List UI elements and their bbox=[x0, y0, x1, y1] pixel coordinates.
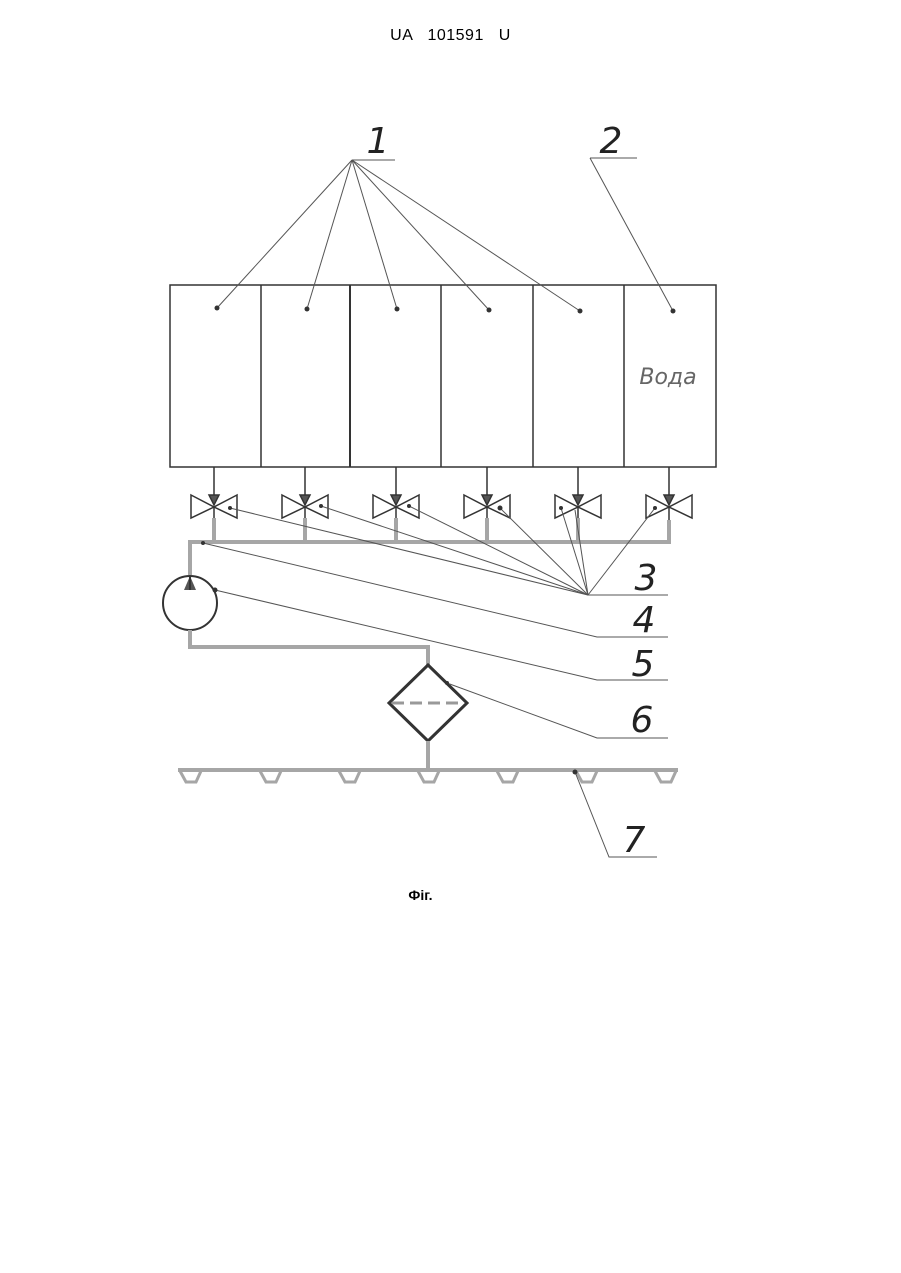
label-3: 3 bbox=[635, 558, 658, 599]
label-1: 1 bbox=[367, 121, 390, 162]
label-2: 2 bbox=[600, 121, 623, 162]
pump bbox=[163, 576, 428, 665]
label-6: 6 bbox=[631, 700, 654, 741]
leader-5 bbox=[213, 588, 669, 681]
filter bbox=[389, 665, 467, 770]
valves bbox=[191, 495, 692, 540]
manifold-pipe bbox=[190, 518, 669, 575]
leader-2 bbox=[590, 158, 676, 314]
water-tank-label: Вода bbox=[639, 365, 696, 390]
tank-outlets bbox=[214, 467, 669, 495]
leaders-3 bbox=[228, 504, 668, 595]
label-4: 4 bbox=[633, 600, 656, 641]
leader-4 bbox=[201, 541, 668, 637]
label-5: 5 bbox=[632, 644, 655, 685]
label-7: 7 bbox=[623, 820, 646, 861]
tank-block: Вода bbox=[170, 285, 716, 467]
distribution-pipe bbox=[178, 770, 678, 782]
leaders-1 bbox=[215, 160, 583, 314]
figure-caption: Фіг. bbox=[0, 887, 841, 903]
